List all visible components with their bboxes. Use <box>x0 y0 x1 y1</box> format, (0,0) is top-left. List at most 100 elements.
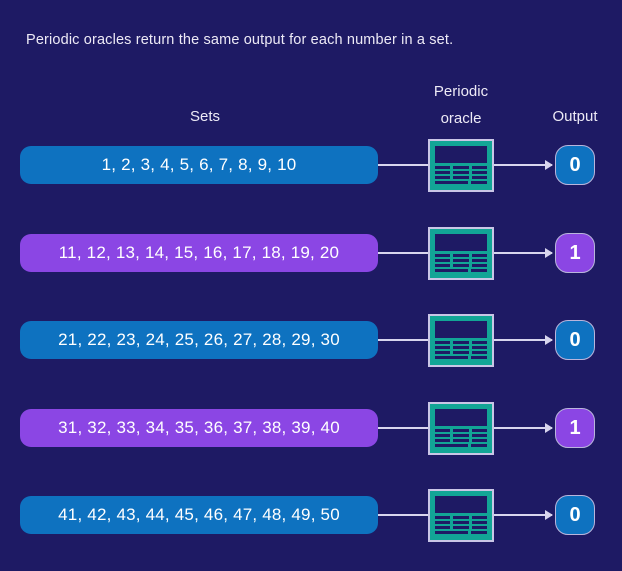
set-pill[interactable]: 21, 22, 23, 24, 25, 26, 27, 28, 29, 30 <box>20 321 378 359</box>
oracle-icon-footer-bars <box>435 444 487 447</box>
oracle-icon-grid-bar <box>453 429 469 432</box>
connector-line-set-to-oracle <box>378 339 428 341</box>
periodic-oracle-icon[interactable] <box>428 139 494 192</box>
oracle-icon-grid-bar <box>435 171 451 174</box>
oracle-icon-grid-bar <box>470 531 487 534</box>
oracle-icon-grid-bar <box>453 434 469 437</box>
oracle-icon-grid-bar <box>435 516 451 519</box>
oracle-row: 41, 42, 43, 44, 45, 46, 47, 48, 49, 50 0 <box>0 487 622 543</box>
diagram-title: Periodic oracles return the same output … <box>26 32 454 48</box>
oracle-icon-grid-bar <box>435 269 468 272</box>
column-header-oracle-line2: oracle <box>440 110 482 127</box>
output-badge[interactable]: 0 <box>555 320 595 360</box>
column-header-output: Output <box>552 108 598 125</box>
column-header-periodic-oracle: Periodic oracle <box>406 78 516 132</box>
oracle-icon-grid-bar <box>453 341 469 344</box>
oracle-icon-grid-bar <box>470 356 487 359</box>
oracle-icon-footer-bars <box>435 356 487 359</box>
oracle-icon-grid-bar <box>435 341 451 344</box>
oracle-icon-grid-bar <box>435 176 451 179</box>
set-pill[interactable]: 1, 2, 3, 4, 5, 6, 7, 8, 9, 10 <box>20 146 378 184</box>
oracle-icon-grid-bar <box>435 526 451 529</box>
connector-line-set-to-oracle <box>378 164 428 166</box>
oracle-icon-grid-bar <box>435 351 451 354</box>
oracle-icon-grid <box>435 166 487 179</box>
oracle-row: 11, 12, 13, 14, 15, 16, 17, 18, 19, 20 1 <box>0 225 622 281</box>
oracle-icon-grid-bar <box>435 181 468 184</box>
periodic-oracle-icon[interactable] <box>428 227 494 280</box>
oracle-row: 31, 32, 33, 34, 35, 36, 37, 38, 39, 40 1 <box>0 400 622 456</box>
oracle-icon-grid-bar <box>453 254 469 257</box>
oracle-icon-grid-bar <box>471 521 487 524</box>
output-badge[interactable]: 0 <box>555 145 595 185</box>
oracle-icon-grid-bar <box>453 264 469 267</box>
output-badge[interactable]: 1 <box>555 233 595 273</box>
oracle-icon-grid-bar <box>435 429 451 432</box>
periodic-oracle-icon[interactable] <box>428 489 494 542</box>
oracle-icon-grid-bar <box>435 434 451 437</box>
periodic-oracle-icon[interactable] <box>428 402 494 455</box>
oracle-icon-grid-bar <box>435 444 468 447</box>
oracle-icon-footer-bars <box>435 181 487 184</box>
connector-line-set-to-oracle <box>378 514 428 516</box>
oracle-icon-grid-bar <box>471 439 487 442</box>
oracle-icon-grid-bar <box>471 351 487 354</box>
oracle-icon-grid-bar <box>435 346 451 349</box>
column-header-oracle-line1: Periodic <box>433 83 489 100</box>
output-badge[interactable]: 1 <box>555 408 595 448</box>
oracle-icon-header-bar <box>435 321 487 338</box>
oracle-icon-header-bar <box>435 496 487 513</box>
oracle-icon-grid-bar <box>435 166 451 169</box>
oracle-icon-grid-bar <box>471 264 487 267</box>
oracle-icon-header-bar <box>435 146 487 163</box>
oracle-icon-header-bar <box>435 409 487 426</box>
arrow-oracle-to-output <box>494 423 553 433</box>
arrow-oracle-to-output <box>494 510 553 520</box>
oracle-icon-grid-bar <box>435 264 451 267</box>
oracle-icon-grid-bar <box>453 166 469 169</box>
oracle-icon-footer-bars <box>435 531 487 534</box>
arrow-oracle-to-output <box>494 160 553 170</box>
set-pill[interactable]: 31, 32, 33, 34, 35, 36, 37, 38, 39, 40 <box>20 409 378 447</box>
set-pill[interactable]: 41, 42, 43, 44, 45, 46, 47, 48, 49, 50 <box>20 496 378 534</box>
arrow-oracle-to-output <box>494 248 553 258</box>
oracle-icon-grid-bar <box>470 181 487 184</box>
oracle-icon-grid-bar <box>435 254 451 257</box>
oracle-icon-grid-bar <box>471 434 487 437</box>
oracle-icon-grid-bar <box>435 439 451 442</box>
oracle-icon-grid-bar <box>471 171 487 174</box>
oracle-icon-grid-bar <box>471 259 487 262</box>
oracle-icon-grid-bar <box>470 444 487 447</box>
oracle-icon-grid-bar <box>470 269 487 272</box>
oracle-icon-grid-bar <box>435 356 468 359</box>
connector-line-set-to-oracle <box>378 252 428 254</box>
oracle-icon-grid-bar <box>471 516 487 519</box>
oracle-icon-grid-bar <box>471 254 487 257</box>
oracle-icon-grid-bar <box>453 439 469 442</box>
oracle-icon-grid-bar <box>435 521 451 524</box>
oracle-icon-grid-bar <box>471 166 487 169</box>
oracle-icon-grid-bar <box>453 521 469 524</box>
oracle-icon-grid <box>435 341 487 354</box>
oracle-icon-grid-bar <box>453 351 469 354</box>
oracle-icon-grid-bar <box>453 259 469 262</box>
oracle-icon-grid-bar <box>471 429 487 432</box>
oracle-row: 21, 22, 23, 24, 25, 26, 27, 28, 29, 30 0 <box>0 312 622 368</box>
oracle-icon-grid-bar <box>435 259 451 262</box>
periodic-oracle-icon[interactable] <box>428 314 494 367</box>
output-badge[interactable]: 0 <box>555 495 595 535</box>
oracle-icon-grid <box>435 254 487 267</box>
oracle-icon-grid-bar <box>453 526 469 529</box>
oracle-row: 1, 2, 3, 4, 5, 6, 7, 8, 9, 10 0 <box>0 137 622 193</box>
oracle-icon-grid-bar <box>453 176 469 179</box>
oracle-icon-footer-bars <box>435 269 487 272</box>
oracle-icon-header-bar <box>435 234 487 251</box>
set-pill[interactable]: 11, 12, 13, 14, 15, 16, 17, 18, 19, 20 <box>20 234 378 272</box>
oracle-icon-grid-bar <box>471 346 487 349</box>
oracle-icon-grid-bar <box>453 346 469 349</box>
connector-line-set-to-oracle <box>378 427 428 429</box>
arrow-oracle-to-output <box>494 335 553 345</box>
oracle-icon-grid <box>435 429 487 442</box>
oracle-icon-grid-bar <box>471 341 487 344</box>
